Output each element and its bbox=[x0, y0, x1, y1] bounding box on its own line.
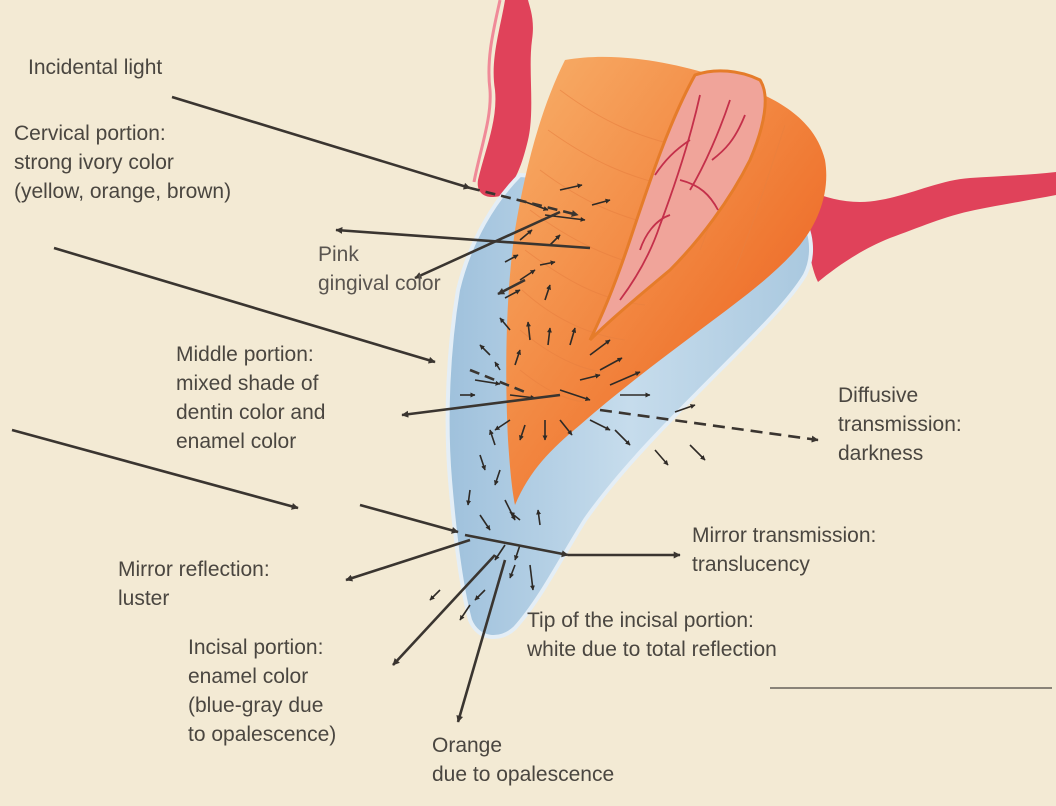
label-cervical-line3: (yellow, orange, brown) bbox=[14, 177, 231, 206]
label-mirror-reflection: Mirror reflection: luster bbox=[118, 555, 270, 613]
label-incisal-line4: to opalescence) bbox=[188, 720, 336, 749]
label-orange-line2: due to opalescence bbox=[432, 760, 614, 789]
label-pink-gingival: Pink gingival color bbox=[318, 240, 441, 298]
gingiva-right bbox=[806, 172, 1056, 282]
label-cervical-line1: Cervical portion: bbox=[14, 119, 231, 148]
label-mirror-reflection-line1: Mirror reflection: bbox=[118, 555, 270, 584]
label-middle: Middle portion: mixed shade of dentin co… bbox=[176, 340, 325, 456]
label-incisal: Incisal portion: enamel color (blue-gray… bbox=[188, 633, 336, 749]
mirror-reflection-arrow bbox=[346, 540, 470, 580]
label-diffusive-line2: transmission: bbox=[838, 410, 962, 439]
label-pink-gingival-line2: gingival color bbox=[318, 269, 441, 298]
label-tip-line1: Tip of the incisal portion: bbox=[527, 606, 777, 635]
label-diffusive-line3: darkness bbox=[838, 439, 962, 468]
label-diffusive: Diffusive transmission: darkness bbox=[838, 381, 962, 468]
label-tip: Tip of the incisal portion: white due to… bbox=[527, 606, 777, 664]
label-pink-gingival-line1: Pink bbox=[318, 240, 441, 269]
label-middle-line2: mixed shade of bbox=[176, 369, 325, 398]
label-mirror-transmission-line1: Mirror transmission: bbox=[692, 521, 876, 550]
label-incidental-light: Incidental light bbox=[28, 53, 162, 82]
label-middle-line1: Middle portion: bbox=[176, 340, 325, 369]
label-incisal-line2: enamel color bbox=[188, 662, 336, 691]
label-tip-line2: white due to total reflection bbox=[527, 635, 777, 664]
label-mirror-reflection-line2: luster bbox=[118, 584, 270, 613]
label-mirror-transmission: Mirror transmission: translucency bbox=[692, 521, 876, 579]
label-diffusive-line1: Diffusive bbox=[838, 381, 962, 410]
label-cervical-line2: strong ivory color bbox=[14, 148, 231, 177]
label-middle-line3: dentin color and bbox=[176, 398, 325, 427]
label-incisal-line1: Incisal portion: bbox=[188, 633, 336, 662]
gingiva-left bbox=[478, 0, 533, 197]
label-middle-line4: enamel color bbox=[176, 427, 325, 456]
label-incisal-line3: (blue-gray due bbox=[188, 691, 336, 720]
label-cervical: Cervical portion: strong ivory color (ye… bbox=[14, 119, 231, 206]
label-orange: Orange due to opalescence bbox=[432, 731, 614, 789]
label-mirror-transmission-line2: translucency bbox=[692, 550, 876, 579]
label-orange-line1: Orange bbox=[432, 731, 614, 760]
